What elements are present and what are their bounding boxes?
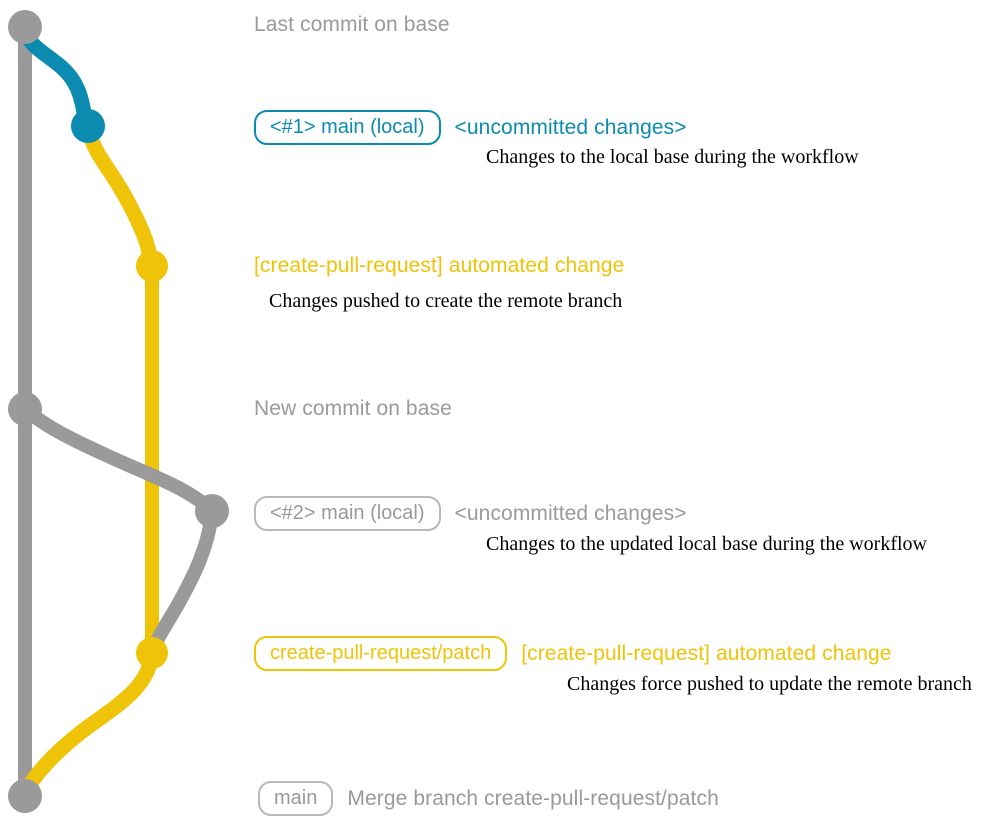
node-automated-change-2[interactable]	[136, 637, 168, 669]
headline-new-commit-on-base: New commit on base	[254, 397, 452, 420]
row-merge-commit: main Merge branch create-pull-request/pa…	[258, 781, 719, 816]
row-automated-change-2: create-pull-request/patch [create-pull-r…	[254, 636, 892, 671]
headline-last-commit-on-base: Last commit on base	[254, 13, 450, 36]
badge-local-2[interactable]: <#2> main (local)	[254, 496, 441, 531]
edge-patch2-to-merge	[17, 647, 160, 802]
headline-local-2: <uncommitted changes>	[454, 501, 687, 525]
subline-local-1: Changes to the local base during the wor…	[486, 146, 859, 168]
headline-automated-change-1: [create-pull-request] automated change	[254, 254, 625, 277]
badge-local-1[interactable]: <#1> main (local)	[254, 110, 441, 145]
node-local-2[interactable]	[195, 494, 229, 528]
headline-merge-commit: Merge branch create-pull-request/patch	[347, 786, 719, 810]
subline-automated-change-1: Changes pushed to create the remote bran…	[269, 290, 623, 312]
edge-local2-to-patch2	[145, 506, 219, 660]
headline-local-1: <uncommitted changes>	[454, 115, 687, 139]
edge-base-to-local1	[17, 22, 96, 134]
row-local-1: <#1> main (local) <uncommitted changes>	[254, 110, 687, 145]
node-local-1[interactable]	[71, 109, 105, 143]
badge-automated-change-2[interactable]: create-pull-request/patch	[254, 636, 508, 671]
row-last-commit-on-base: Last commit on base	[254, 13, 450, 37]
subline-automated-change-2: Changes force pushed to update the remot…	[567, 673, 972, 695]
node-automated-change-1[interactable]	[136, 250, 168, 282]
row-local-2: <#2> main (local) <uncommitted changes>	[254, 496, 687, 531]
row-new-commit-on-base: New commit on base	[254, 397, 452, 421]
node-merge-commit[interactable]	[8, 779, 42, 813]
node-new-commit-on-base[interactable]	[8, 392, 42, 426]
headline-automated-change-2: [create-pull-request] automated change	[521, 641, 892, 665]
row-automated-change-1: [create-pull-request] automated change	[254, 254, 624, 278]
badge-merge-commit[interactable]: main	[258, 781, 334, 816]
edge-local1-to-patch1	[80, 120, 160, 274]
node-last-commit-on-base[interactable]	[8, 10, 42, 44]
edge-base2-to-local2	[18, 402, 219, 518]
subline-local-2: Changes to the updated local base during…	[486, 533, 927, 555]
